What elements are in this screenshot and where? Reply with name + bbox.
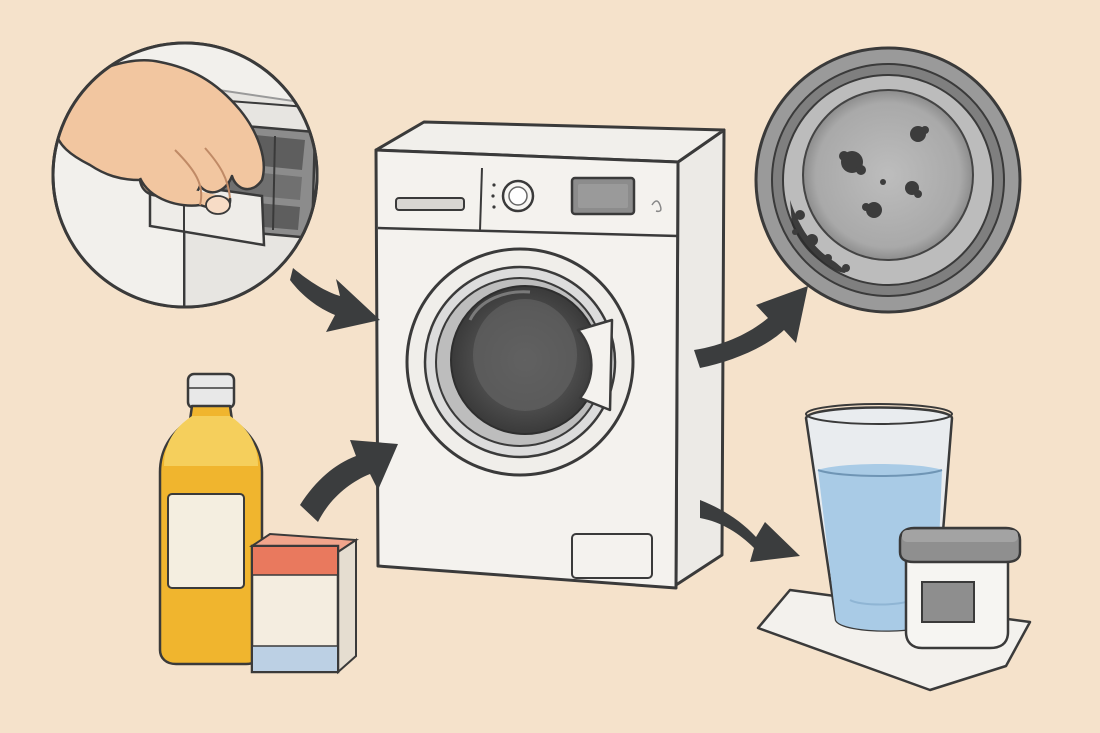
detergent-drawer-closeup	[51, 41, 319, 309]
arrow-drawer-to-machine	[290, 268, 380, 332]
arrow-machine-to-mold	[694, 286, 808, 368]
mold-spots-icon	[790, 126, 929, 273]
drawer-handle	[395, 197, 465, 211]
dry-and-ventilate	[756, 403, 1032, 692]
washing-machine	[374, 120, 726, 590]
hand-icon	[53, 59, 265, 215]
arrow-machine-to-water	[700, 500, 800, 562]
baking-soda-box-icon	[249, 532, 359, 675]
machine-door	[405, 247, 635, 477]
filter-hatch	[571, 533, 653, 579]
mold-on-door-seal	[754, 46, 1022, 314]
vinegar-bottle-icon	[158, 372, 264, 666]
desiccant-container-icon	[898, 526, 1022, 650]
program-dial-icon	[491, 179, 535, 213]
arrows	[290, 268, 808, 562]
arrow-supplies-to-machine	[300, 440, 398, 522]
